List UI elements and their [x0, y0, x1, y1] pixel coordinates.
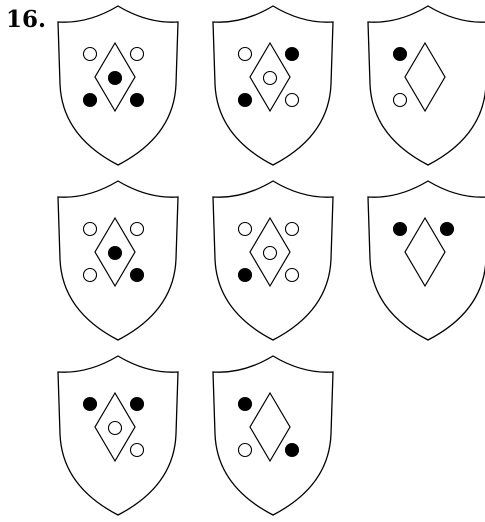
shield-3-2	[213, 356, 333, 515]
filled-dot-top-right	[441, 223, 454, 236]
shield-1-2	[213, 6, 333, 165]
filled-dot-bottom-left	[239, 94, 252, 107]
shield-1-3	[368, 6, 485, 165]
empty-dot-bottom-left	[84, 269, 97, 282]
shield-2-1	[58, 181, 178, 340]
empty-dot-center	[264, 72, 277, 85]
shield-outline	[58, 356, 178, 515]
shield-1-1	[58, 6, 178, 165]
empty-dot-top-left	[239, 223, 252, 236]
filled-dot-top-left	[394, 48, 407, 61]
filled-dot-top-right	[286, 48, 299, 61]
shield-outline	[58, 6, 178, 165]
empty-dot-center	[109, 422, 122, 435]
empty-dot-top-right	[131, 223, 144, 236]
shield-outline	[368, 181, 485, 340]
shield-3-1	[58, 356, 178, 515]
filled-dot-bottom-left	[239, 269, 252, 282]
shield-2-2	[213, 181, 333, 340]
filled-dot-top-left	[84, 398, 97, 411]
filled-dot-center	[109, 247, 122, 260]
empty-dot-top-left	[84, 223, 97, 236]
empty-dot-center	[264, 247, 277, 260]
filled-dot-bottom-right	[131, 94, 144, 107]
empty-dot-top-left	[239, 48, 252, 61]
empty-dot-bottom-left	[239, 444, 252, 457]
filled-dot-center	[109, 72, 122, 85]
shield-outline	[213, 6, 333, 165]
filled-dot-top-left	[394, 223, 407, 236]
shield-outline	[58, 181, 178, 340]
empty-dot-top-left	[84, 48, 97, 61]
filled-dot-top-right	[131, 398, 144, 411]
filled-dot-top-left	[239, 398, 252, 411]
empty-dot-top-right	[286, 223, 299, 236]
shield-outline	[213, 356, 333, 515]
shield-outline	[213, 181, 333, 340]
shield-outline	[368, 6, 485, 165]
empty-dot-bottom-left	[394, 94, 407, 107]
filled-dot-bottom-right	[131, 269, 144, 282]
filled-dot-bottom-left	[84, 94, 97, 107]
filled-dot-bottom-right	[286, 444, 299, 457]
empty-dot-bottom-right	[286, 94, 299, 107]
empty-dot-bottom-right	[131, 444, 144, 457]
shield-2-3	[368, 181, 485, 340]
empty-dot-bottom-right	[286, 269, 299, 282]
empty-dot-top-right	[131, 48, 144, 61]
